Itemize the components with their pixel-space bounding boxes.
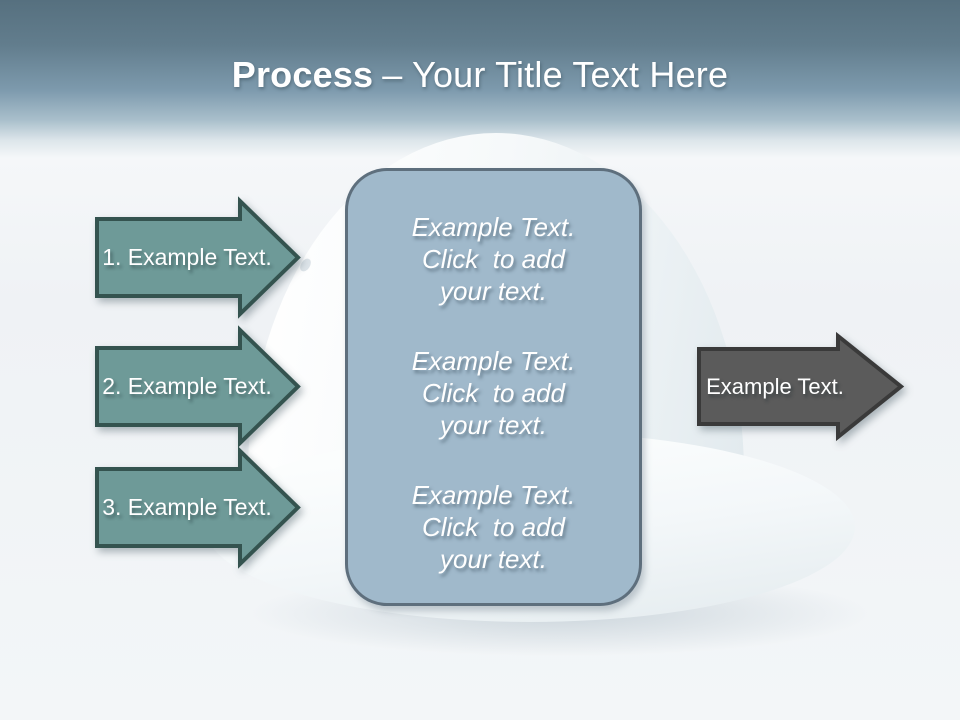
process-arrow-3[interactable]: 3. Example Text.: [95, 446, 301, 569]
process-arrow-2-label[interactable]: 2. Example Text.: [102, 373, 272, 399]
arrow-right-shape-icon: [95, 196, 301, 319]
panel-text-block-1[interactable]: Example Text. Click to add your text.: [411, 212, 576, 306]
title-topic: Process: [231, 54, 374, 95]
process-arrow-3-label[interactable]: 3. Example Text.: [102, 494, 272, 520]
panel-text-block-2[interactable]: Example Text. Click to add your text.: [411, 346, 576, 440]
arrow-right-shape-icon: [95, 325, 301, 448]
process-arrow-2[interactable]: 2. Example Text.: [95, 325, 301, 448]
center-text-panel[interactable]: Example Text. Click to add your text. Ex…: [345, 168, 642, 606]
result-arrow-label[interactable]: Example Text.: [706, 373, 844, 399]
arrow-right-shape-icon: [697, 331, 905, 442]
arrow-right-shape-icon: [95, 446, 301, 569]
panel-text-block-3[interactable]: Example Text. Click to add your text.: [411, 480, 576, 574]
process-arrow-1[interactable]: 1. Example Text.: [95, 196, 301, 319]
process-arrow-1-label[interactable]: 1. Example Text.: [102, 244, 272, 270]
result-arrow[interactable]: Example Text.: [697, 331, 905, 442]
title-text: – Your Title Text Here: [382, 54, 729, 95]
slide-title[interactable]: Process– Your Title Text Here: [0, 53, 960, 97]
